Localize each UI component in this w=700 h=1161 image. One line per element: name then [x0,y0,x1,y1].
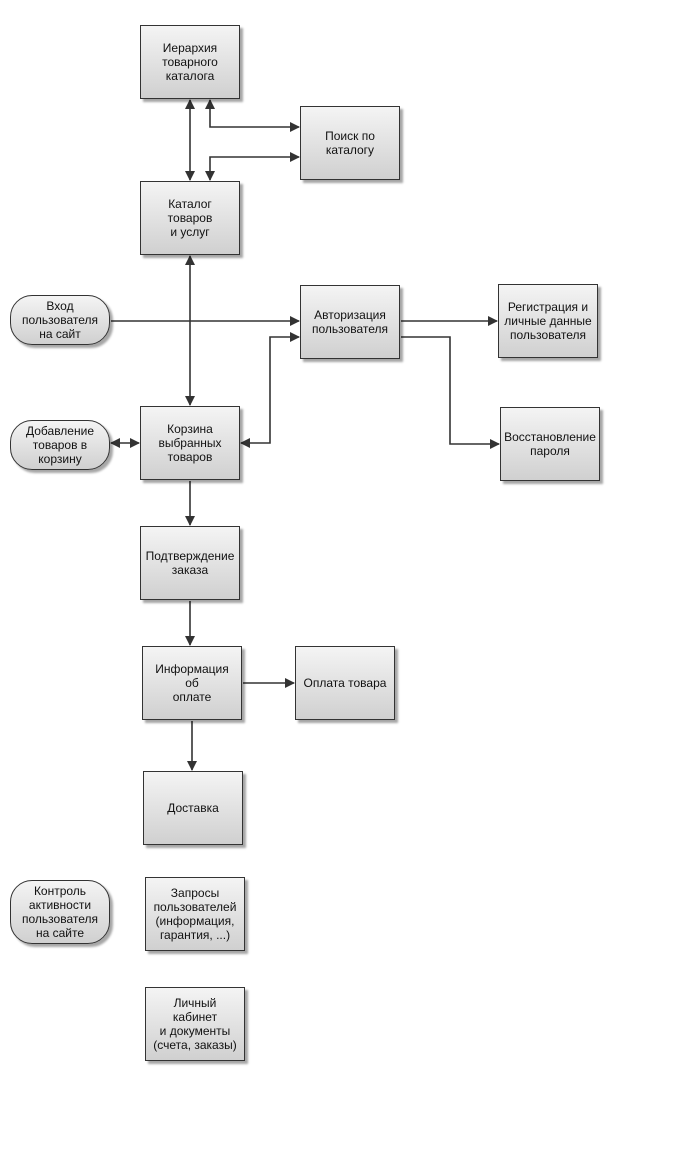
registration-node: Регистрация и личные данные пользователя [498,284,598,358]
catalog-node: Каталог товаров и услуг [140,181,240,255]
catalog-search-node: Поиск по каталогу [300,106,400,180]
account-documents-node: Личный кабинет и документы (счета, заказ… [145,987,245,1061]
delivery-node: Доставка [143,771,243,845]
user-login-terminal: Вход пользователя на сайт [10,295,110,345]
add-to-cart-terminal: Добавление товаров в корзину [10,420,110,470]
payment-info-node: Информация об оплате [142,646,242,720]
authorization-node: Авторизация пользователя [300,285,400,359]
cart-node: Корзина выбранных товаров [140,406,240,480]
catalog-hierarchy-node: Иерархия товарного каталога [140,25,240,99]
activity-control-terminal: Контроль активности пользователя на сайт… [10,880,110,944]
order-confirmation-node: Подтверждение заказа [140,526,240,600]
edge-catalog-search [205,152,300,181]
payment-node: Оплата товара [295,646,395,720]
edge-authorization-cart [240,332,300,448]
edge-authorization-recovery [401,336,500,449]
user-requests-node: Запросы пользователей (информация, гаран… [145,877,245,951]
edge-hierarchy-search [205,99,300,132]
password-recovery-node: Восстановление пароля [500,407,600,481]
